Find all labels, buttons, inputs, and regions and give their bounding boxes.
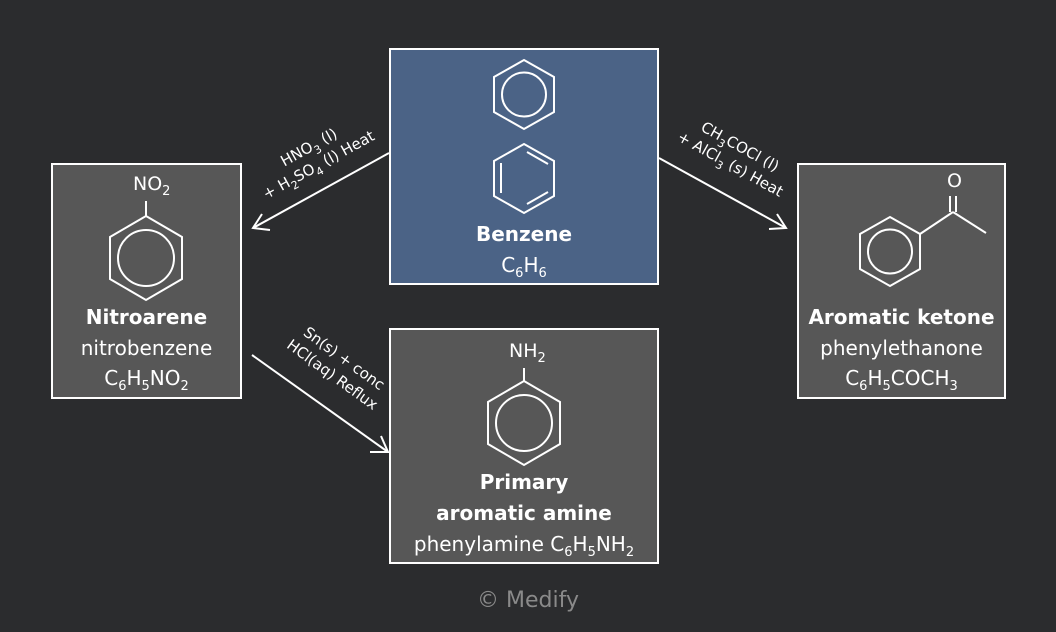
amine-box: NH2 Primary aromatic amine phenylamine C…	[389, 328, 659, 564]
copyright-footer: © Medify	[477, 588, 579, 613]
arrow-reduction	[251, 354, 389, 453]
phenylethanone-structure-icon	[859, 196, 987, 288]
nitro-group-label: NO2	[133, 173, 171, 199]
ketone-formula: C6H5COCH3	[845, 366, 958, 394]
ketone-name: phenylethanone	[820, 336, 983, 360]
carbonyl-oxygen-label: O	[947, 170, 962, 192]
nitroarene-name: nitrobenzene	[80, 336, 213, 360]
arrow-nitration-head	[251, 213, 271, 231]
benzene-ring-kekule-icon	[493, 142, 555, 215]
nitrobenzene-structure-icon	[109, 201, 183, 302]
amine-name-formula: phenylamine C6H5NH2	[413, 532, 635, 560]
ketone-box: O Aromatic ketone phenylethanone C6H5COC…	[797, 163, 1006, 399]
nitroarene-formula: C6H5NO2	[104, 366, 189, 394]
arrow-acylation-head	[768, 213, 788, 230]
nitroarene-title: Nitroarene	[85, 305, 208, 329]
phenylamine-structure-icon	[487, 368, 561, 467]
amino-group-label: NH2	[509, 340, 546, 366]
nitroarene-box: NO2 Nitroarene nitrobenzene C6H5NO2	[51, 163, 242, 399]
arrow-nitration	[252, 152, 390, 229]
arrow-acylation	[658, 157, 787, 229]
ketone-title: Aromatic ketone	[808, 305, 995, 329]
benzene-box: Benzene C6H6	[389, 48, 659, 285]
benzene-title: Benzene	[475, 222, 573, 246]
amine-title-line1: Primary	[479, 470, 569, 494]
arrow-reduction-head	[370, 435, 390, 453]
benzene-formula: C6H6	[501, 253, 547, 281]
benzene-ring-delocalised-icon	[493, 58, 555, 131]
benzene-structure-icons	[493, 58, 555, 215]
amine-title-line2: aromatic amine	[436, 501, 612, 525]
